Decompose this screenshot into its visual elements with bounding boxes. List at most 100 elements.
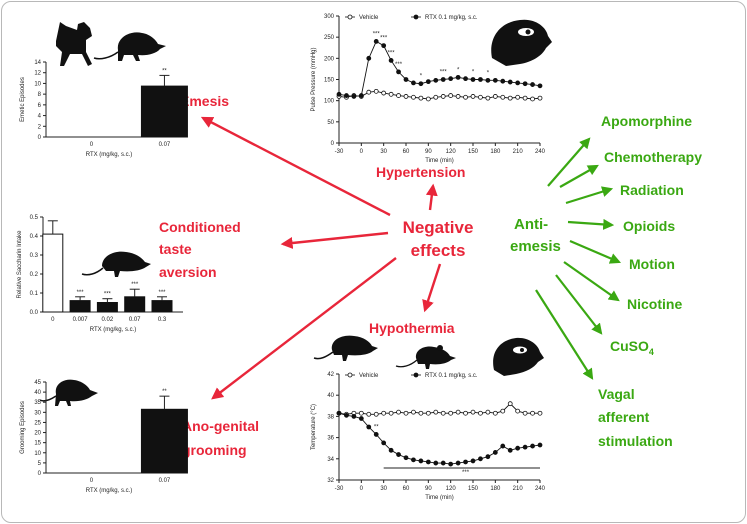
x-tick-label: 150 bbox=[468, 486, 479, 492]
anti-target-radiation: Radiation bbox=[620, 182, 684, 198]
cuso4-base: CuSO bbox=[610, 338, 649, 354]
x-axis-label: RTX (mg/kg, s.c.) bbox=[86, 488, 133, 494]
data-point bbox=[403, 410, 409, 416]
y-tick-label: 300 bbox=[324, 14, 335, 20]
data-point bbox=[530, 96, 535, 102]
y-tick-label: 200 bbox=[324, 56, 335, 62]
data-point bbox=[381, 90, 387, 96]
significance-label: * bbox=[420, 74, 423, 80]
x-tick-label: 0.07 bbox=[159, 478, 171, 484]
x-tick-label: 0.3 bbox=[158, 317, 167, 323]
anti-target-motion: Motion bbox=[629, 256, 675, 272]
y-tick-label: 20 bbox=[34, 431, 41, 437]
y-axis-label: Relative Saccharin Intake bbox=[17, 230, 23, 299]
y-tick-label: 100 bbox=[324, 99, 335, 105]
y-tick-label: 15 bbox=[34, 441, 41, 447]
data-point bbox=[418, 81, 424, 87]
data-point bbox=[403, 77, 409, 82]
y-tick-label: 14 bbox=[34, 60, 41, 66]
arrow-to-cta bbox=[280, 231, 389, 249]
label-cta-3: aversion bbox=[159, 264, 217, 280]
data-point bbox=[522, 410, 528, 416]
x-tick-label: 0 bbox=[90, 142, 94, 148]
bar bbox=[140, 85, 188, 138]
label-cta-2: taste bbox=[159, 241, 192, 257]
y-tick-label: 250 bbox=[324, 35, 335, 41]
series-line bbox=[338, 412, 541, 465]
data-point bbox=[478, 77, 483, 82]
negative-arrows bbox=[200, 116, 442, 400]
x-tick-label: 0.02 bbox=[102, 317, 114, 323]
significance-label: *** bbox=[388, 50, 396, 56]
data-point bbox=[485, 454, 491, 460]
x-tick-label: 180 bbox=[490, 149, 501, 155]
anti-target-vagal-2: afferent bbox=[598, 409, 650, 425]
y-axis-label: Temperature (°C) bbox=[311, 404, 317, 450]
y-tick-label: 0.4 bbox=[30, 234, 39, 240]
y-tick-label: 2 bbox=[38, 124, 42, 130]
data-point bbox=[336, 91, 342, 97]
center-label-line1: Negative bbox=[403, 218, 474, 237]
significance-label: *** bbox=[104, 292, 112, 298]
anti-target-opioids: Opioids bbox=[623, 218, 675, 234]
data-point bbox=[448, 461, 454, 467]
data-point bbox=[373, 39, 379, 44]
data-point bbox=[478, 94, 483, 100]
data-point bbox=[463, 76, 468, 82]
y-tick-label: 30 bbox=[34, 410, 41, 416]
data-point bbox=[448, 410, 454, 416]
data-point bbox=[507, 401, 513, 407]
anti-target-chemotherapy: Chemotherapy bbox=[604, 149, 702, 165]
x-tick-label: 240 bbox=[535, 149, 546, 155]
x-tick-label: 180 bbox=[490, 486, 501, 492]
data-point bbox=[455, 409, 461, 415]
data-point bbox=[440, 460, 446, 466]
data-point bbox=[381, 440, 387, 446]
data-point bbox=[388, 410, 394, 416]
data-point bbox=[537, 410, 543, 416]
data-point bbox=[492, 450, 498, 455]
legend-marker bbox=[347, 372, 353, 378]
y-tick-label: 0.3 bbox=[30, 253, 39, 259]
data-point bbox=[537, 442, 543, 448]
bar bbox=[124, 296, 146, 313]
data-point bbox=[448, 76, 454, 82]
data-point bbox=[478, 410, 483, 416]
arrow-to-chemotherapy bbox=[559, 164, 599, 188]
significance-label: *** bbox=[395, 62, 403, 68]
data-point bbox=[522, 81, 528, 87]
ferret-head-silhouette-icon bbox=[491, 19, 552, 67]
cuso4-subscript: 4 bbox=[649, 347, 654, 357]
label-emesis: Emesis bbox=[180, 93, 229, 109]
data-point bbox=[470, 409, 476, 415]
x-tick-label: 120 bbox=[446, 486, 457, 492]
data-point bbox=[530, 443, 535, 449]
x-tick-label: -30 bbox=[335, 486, 344, 492]
data-point bbox=[485, 409, 491, 415]
data-point bbox=[530, 82, 535, 87]
data-point bbox=[396, 452, 401, 457]
x-tick-label: 60 bbox=[403, 486, 410, 492]
significance-label: ** bbox=[162, 68, 167, 74]
x-tick-label: 0.07 bbox=[159, 142, 171, 148]
shrew-silhouette-icon-2 bbox=[39, 379, 98, 406]
data-point bbox=[388, 58, 394, 63]
y-axis-label: Emetic Episodes bbox=[20, 77, 26, 122]
y-tick-label: 12 bbox=[34, 71, 41, 77]
data-point bbox=[425, 79, 431, 85]
data-point bbox=[440, 410, 446, 416]
anti-label-line2: emesis bbox=[510, 238, 561, 255]
data-point bbox=[411, 80, 416, 86]
y-tick-label: 6 bbox=[38, 103, 42, 109]
significance-label: * bbox=[472, 70, 475, 76]
data-point bbox=[433, 94, 439, 100]
data-point bbox=[522, 95, 528, 101]
data-point bbox=[425, 410, 431, 416]
data-point bbox=[492, 77, 498, 83]
x-tick-label: 0.007 bbox=[73, 317, 89, 323]
significance-label: * bbox=[457, 67, 460, 73]
bar bbox=[96, 302, 118, 313]
data-point bbox=[358, 416, 364, 421]
data-point bbox=[418, 95, 424, 101]
